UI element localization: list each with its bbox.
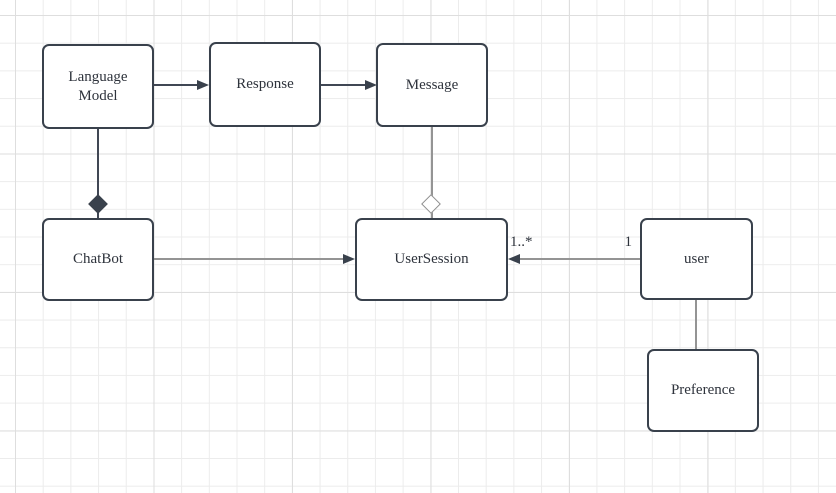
arrowhead-icon <box>365 80 377 90</box>
edge-language-model-chatbot[interactable] <box>97 129 99 218</box>
node-language-model[interactable]: Language Model <box>42 44 154 129</box>
node-chatbot[interactable]: ChatBot <box>42 218 154 301</box>
composition-diamond-icon <box>88 194 108 214</box>
node-label: Preference <box>670 382 736 399</box>
node-label: Language Model <box>68 68 128 104</box>
multiplicity-label-source[interactable]: 1 <box>624 234 633 250</box>
node-preference[interactable]: Preference <box>647 349 759 432</box>
node-label: Message <box>405 76 459 93</box>
arrowhead-icon <box>343 254 355 264</box>
edge-user-preference[interactable] <box>695 300 697 349</box>
node-label: Response <box>236 76 294 93</box>
arrowhead-icon <box>197 80 209 90</box>
node-user-session[interactable]: UserSession <box>355 218 508 301</box>
aggregation-diamond-icon <box>421 194 441 214</box>
edge-language-model-response[interactable] <box>154 84 200 86</box>
edge-chatbot-user-session[interactable] <box>154 258 345 260</box>
edge-user-user-session[interactable] <box>520 258 640 260</box>
node-message[interactable]: Message <box>376 43 488 127</box>
edge-message-user-session[interactable] <box>431 127 433 218</box>
node-label: ChatBot <box>72 251 123 268</box>
node-label: user <box>684 250 709 267</box>
node-label: UserSession <box>394 251 469 268</box>
edge-response-message[interactable] <box>321 84 367 86</box>
node-response[interactable]: Response <box>209 42 321 127</box>
node-user[interactable]: user <box>640 218 753 300</box>
arrowhead-icon <box>508 254 520 264</box>
multiplicity-label-target[interactable]: 1..* <box>510 234 533 250</box>
